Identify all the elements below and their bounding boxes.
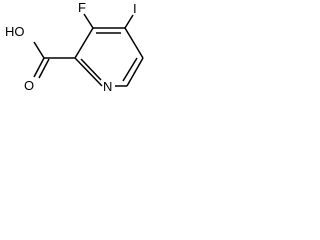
bond-c2-c3 bbox=[74, 27, 94, 59]
atom-label-iodine: I bbox=[133, 1, 137, 16]
substituent-bonds bbox=[33, 13, 134, 79]
bond-c4-iodine bbox=[124, 14, 134, 29]
pyridine-ring bbox=[74, 27, 144, 87]
bond-n1-c2 bbox=[74, 57, 103, 87]
atom-label-fluorine: F bbox=[78, 0, 86, 15]
bond-carboxyl-oh bbox=[33, 41, 45, 59]
atom-label-carbonyl-oxygen: O bbox=[24, 78, 34, 93]
bond-carboxyl-double-o-2 bbox=[38, 58, 50, 79]
atom-label-hydroxyl: HO bbox=[5, 24, 25, 39]
bond-carboxyl-double-o-1 bbox=[33, 57, 45, 78]
bond-c5-c6-inner bbox=[122, 57, 138, 82]
atom-label-ring-nitrogen: N bbox=[103, 79, 112, 94]
bond-n1-c2-inner bbox=[80, 58, 102, 81]
bond-c5-c6 bbox=[126, 57, 144, 87]
bond-c4-c5 bbox=[124, 27, 144, 59]
chemical-structure-diagram: HO O N F I bbox=[5, 0, 144, 94]
bond-c3-fluorine bbox=[83, 13, 94, 29]
